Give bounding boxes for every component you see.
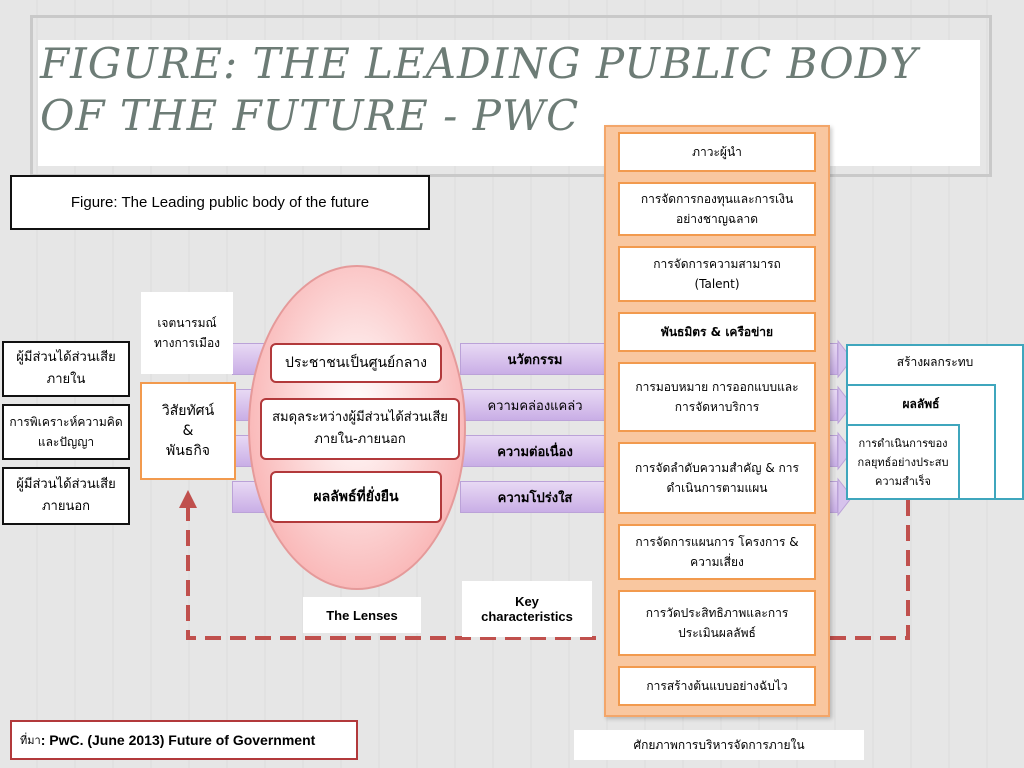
lens-sustainable-outcomes: ผลลัพธ์ที่ยั่งยืน [270,471,442,523]
bar-transparency [460,481,610,513]
outcome-strategy-execution: การดำเนินการของกลยุทธ์อย่างประสบความสำเร… [846,424,960,500]
title-frame [30,15,992,177]
bar-continuity [460,435,610,467]
bar-label-innovation: นวัตกรรม [507,352,563,368]
internal-stakeholders: ผู้มีส่วนได้ส่วนเสียภายใน [2,341,130,397]
external-stakeholders: ผู้มีส่วนได้ส่วนเสียภายนอก [2,467,130,525]
lens-citizen-centric: ประชาชนเป็นศูนย์กลาง [270,343,442,383]
capability-service-design: การมอบหมาย การออกแบบและการจัดหาบริการ [618,362,816,432]
lenses-label: The Lenses [303,597,421,633]
source-citation: ที่มา : PwC. (June 2013) Future of Gover… [10,720,358,760]
capability-rapid-prototyping: การสร้างต้นแบบอย่างฉับไว [618,666,816,706]
title-line-2: OF THE FUTURE - PWC [40,91,580,140]
source-text: : PwC. (June 2013) Future of Government [40,732,316,748]
bar-label-transparency: ความโปร่งใส [497,490,573,506]
capability-prioritisation: การจัดลำดับความสำคัญ & การดำเนินการตามแผ… [618,442,816,514]
capability-performance: การวัดประสิทธิภาพและการประเมินผลลัพธ์ [618,590,816,656]
source-prefix: ที่มา [20,734,41,747]
capability-partnership: พันธมิตร & เครือข่าย [618,312,816,352]
capacity-label: ศักยภาพการบริหารจัดการภายใน [574,730,864,760]
capability-talent: การจัดการความสามารถ (Talent) [618,246,816,302]
slide-title: FIGURE: THE LEADING PUBLIC BODY OF THE F… [40,38,990,142]
figure-label: Figure: The Leading public body of the f… [10,175,430,230]
bar-innovation [460,343,610,375]
vision-text: วิสัยทัศน์ [161,403,215,419]
mission-text: พันธกิจ [165,443,211,459]
capability-project-risk: การจัดการแผนการ โครงการ & ความเสี่ยง [618,524,816,580]
bar-label-continuity: ความต่อเนื่อง [497,444,573,460]
key-characteristics-label: Key characteristics [462,581,592,637]
vision-mission: วิสัยทัศน์ & พันธกิจ [140,382,236,480]
political-will: เจตนารมณ์ทางการเมือง [141,292,233,374]
ampersand-text: & [182,423,194,439]
title-line-1: FIGURE: THE LEADING PUBLIC BODY [40,39,919,88]
outcome-impact-text: สร้างผลกระทบ [896,355,974,369]
thinking-analysis: การพิเคราะห์ความคิดและปัญญา [2,404,130,460]
outcome-results-text: ผลลัพธ์ [902,397,940,411]
lens-stakeholder-balance: สมดุลระหว่างผู้มีส่วนได้ส่วนเสียภายใน-ภา… [260,398,460,460]
capability-leadership: ภาวะผู้นำ [618,132,816,172]
capability-finance: การจัดการกองทุนและการเงินอย่างชาญฉลาด [618,182,816,236]
bar-label-agility: ความคล่องแคล่ว [487,398,583,414]
